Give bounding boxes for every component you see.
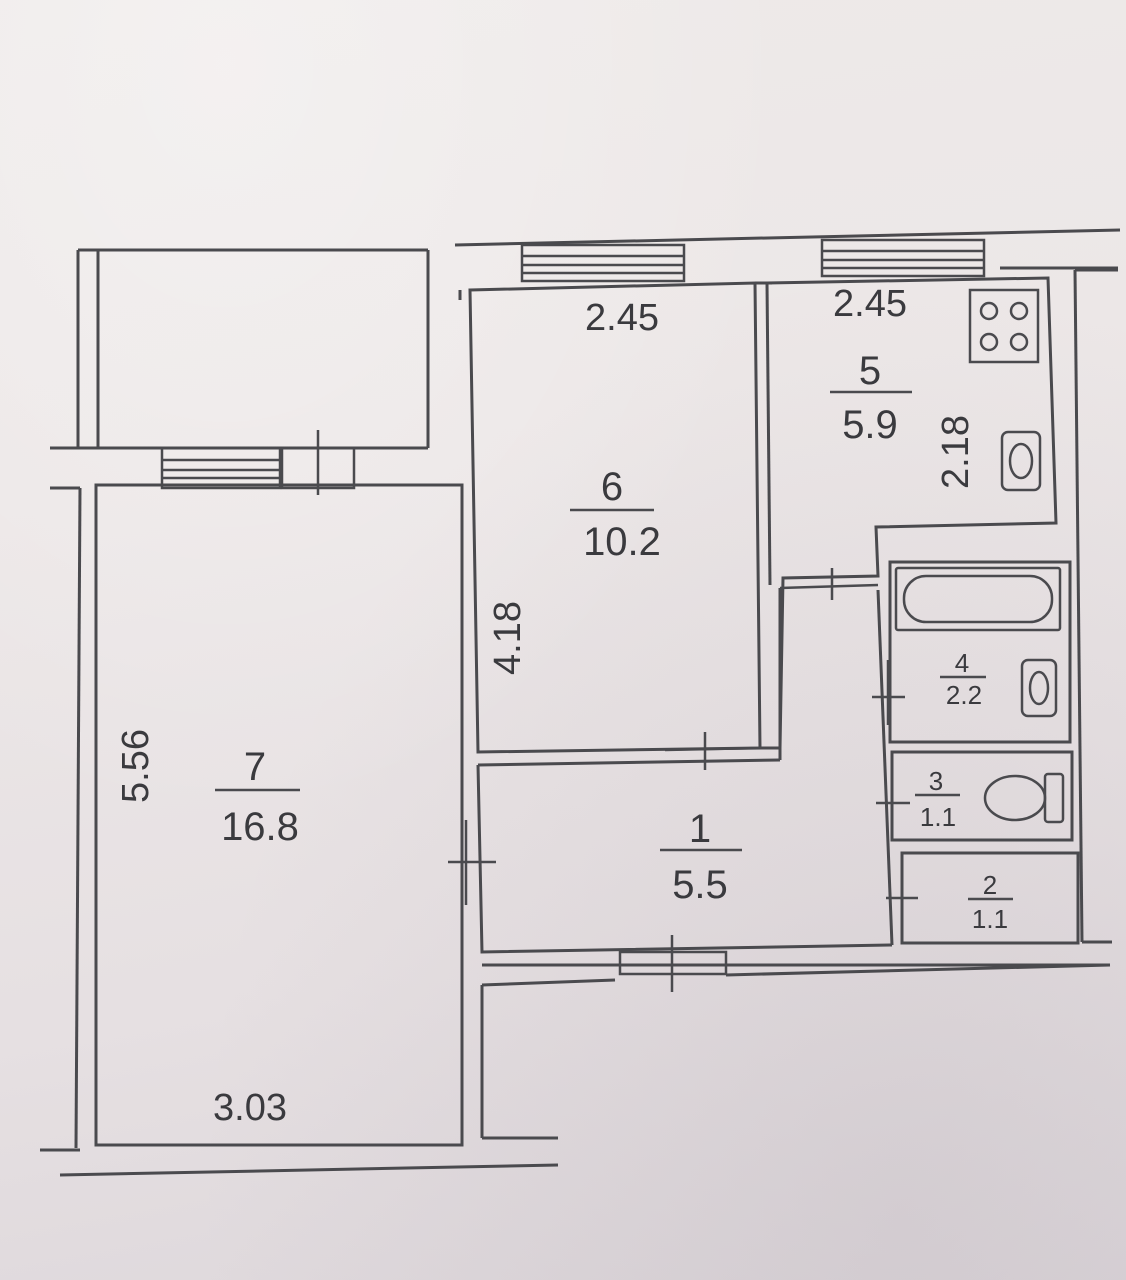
room-number: 2: [983, 870, 997, 900]
bedroom: [458, 281, 772, 754]
room-label-bedroom: 6 10.2: [570, 465, 661, 564]
room-number: 4: [955, 648, 969, 678]
room-number: 5: [859, 349, 881, 393]
room-number: 3: [929, 766, 943, 796]
room-label-wc: 3 1.1: [915, 766, 960, 832]
bathroom: [888, 560, 1072, 744]
room-area: 2.2: [946, 680, 982, 710]
kitchen: [760, 276, 1058, 750]
room-label-hallway: 1 5.5: [660, 807, 742, 907]
stairwell-walls: [59, 963, 1111, 1177]
living-room: [40, 483, 464, 1152]
room-label-kitchen: 5 5.9: [830, 349, 912, 447]
bathroom-sink-icon: [1020, 658, 1058, 718]
room-label-living: 7 16.8: [215, 745, 300, 849]
room-area: 16.8: [221, 805, 299, 849]
kitchen-sink-icon: [1000, 430, 1042, 492]
dimension-living-width: 3.03: [213, 1087, 287, 1129]
balcony: [76, 248, 430, 448]
wc-door: [876, 770, 910, 835]
room-area: 10.2: [583, 520, 661, 564]
room-number: 1: [689, 807, 711, 851]
bathtub-icon: [894, 566, 1062, 632]
stove-icon: [968, 288, 1040, 364]
kitchen-window: [820, 238, 986, 278]
room-area: 1.1: [920, 802, 956, 832]
bedroom-window: [520, 243, 686, 283]
room-number: 7: [244, 745, 266, 789]
hallway: [476, 588, 1110, 967]
dimension-living-depth: 5.56: [115, 729, 157, 803]
dimension-kitchen-depth: 2.18: [935, 415, 977, 489]
room-area: 5.5: [672, 863, 728, 907]
room-label-closet: 2 1.1: [968, 870, 1013, 934]
dimension-bedroom-depth: 4.18: [487, 601, 529, 675]
toilet-icon: [983, 772, 1065, 824]
dimension-bedroom-width: 2.45: [585, 297, 659, 339]
room-area: 1.1: [972, 904, 1008, 934]
room-area: 5.9: [842, 403, 898, 447]
kitchen-door: [779, 568, 879, 600]
exterior-wall-right: [1073, 268, 1118, 944]
room-label-bathroom: 4 2.2: [940, 648, 986, 710]
living-room-door: [448, 820, 496, 905]
entrance-door: [618, 935, 728, 992]
bedroom-door: [664, 732, 761, 770]
bathroom-door: [872, 660, 905, 725]
room-number: 6: [601, 465, 623, 509]
dimension-kitchen-width: 2.45: [833, 283, 907, 325]
